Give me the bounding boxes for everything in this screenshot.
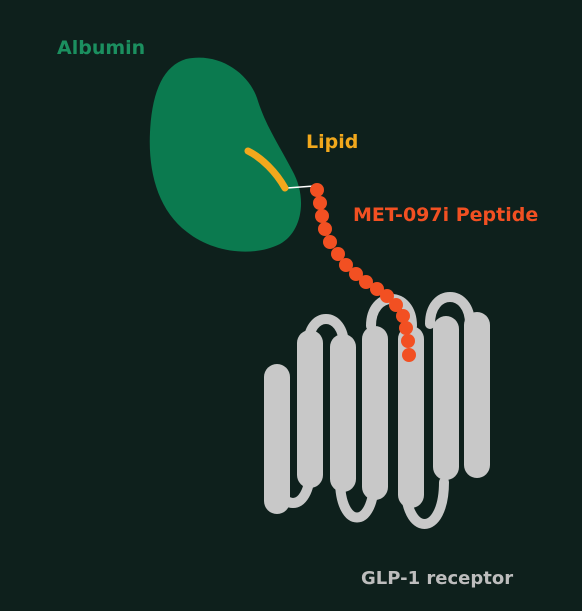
lipid-peptide-linker: [286, 185, 315, 189]
receptor-helix-6: [433, 316, 459, 480]
peptide-residue: [313, 196, 327, 210]
peptide-residue: [331, 247, 345, 261]
peptide-residue: [380, 289, 394, 303]
peptide-residue: [339, 258, 353, 272]
receptor-helices: [264, 312, 490, 514]
receptor-helix-4: [362, 326, 388, 500]
peptide-residue: [359, 275, 373, 289]
receptor-top-loop-3: [425, 292, 475, 329]
lipid-chain: [244, 147, 289, 192]
albumin-shape: [149, 57, 302, 252]
lipid-label: Lipid: [306, 131, 359, 153]
peptide-residue: [389, 298, 403, 312]
peptide-residue: [399, 321, 413, 335]
receptor-helix-1: [264, 364, 290, 514]
receptor-helix-2: [297, 330, 323, 488]
receptor-helix-5: [398, 326, 424, 508]
receptor-helix-7: [464, 312, 490, 478]
peptide-residue: [315, 209, 329, 223]
peptide-residue: [318, 222, 332, 236]
peptide-residue: [323, 235, 337, 249]
peptide-residue: [402, 348, 416, 362]
receptor-label: GLP-1 receptor: [361, 568, 514, 589]
peptide-label: MET-097i Peptide: [353, 204, 539, 226]
peptide-residue: [349, 267, 363, 281]
peptide-residue: [310, 183, 324, 197]
peptide-residue: [401, 334, 415, 348]
albumin-label: Albumin: [57, 37, 146, 59]
peptide-residue: [396, 309, 410, 323]
peptide-residue: [370, 282, 384, 296]
receptor-helix-3: [330, 334, 356, 492]
peptide-chain: [310, 183, 416, 362]
